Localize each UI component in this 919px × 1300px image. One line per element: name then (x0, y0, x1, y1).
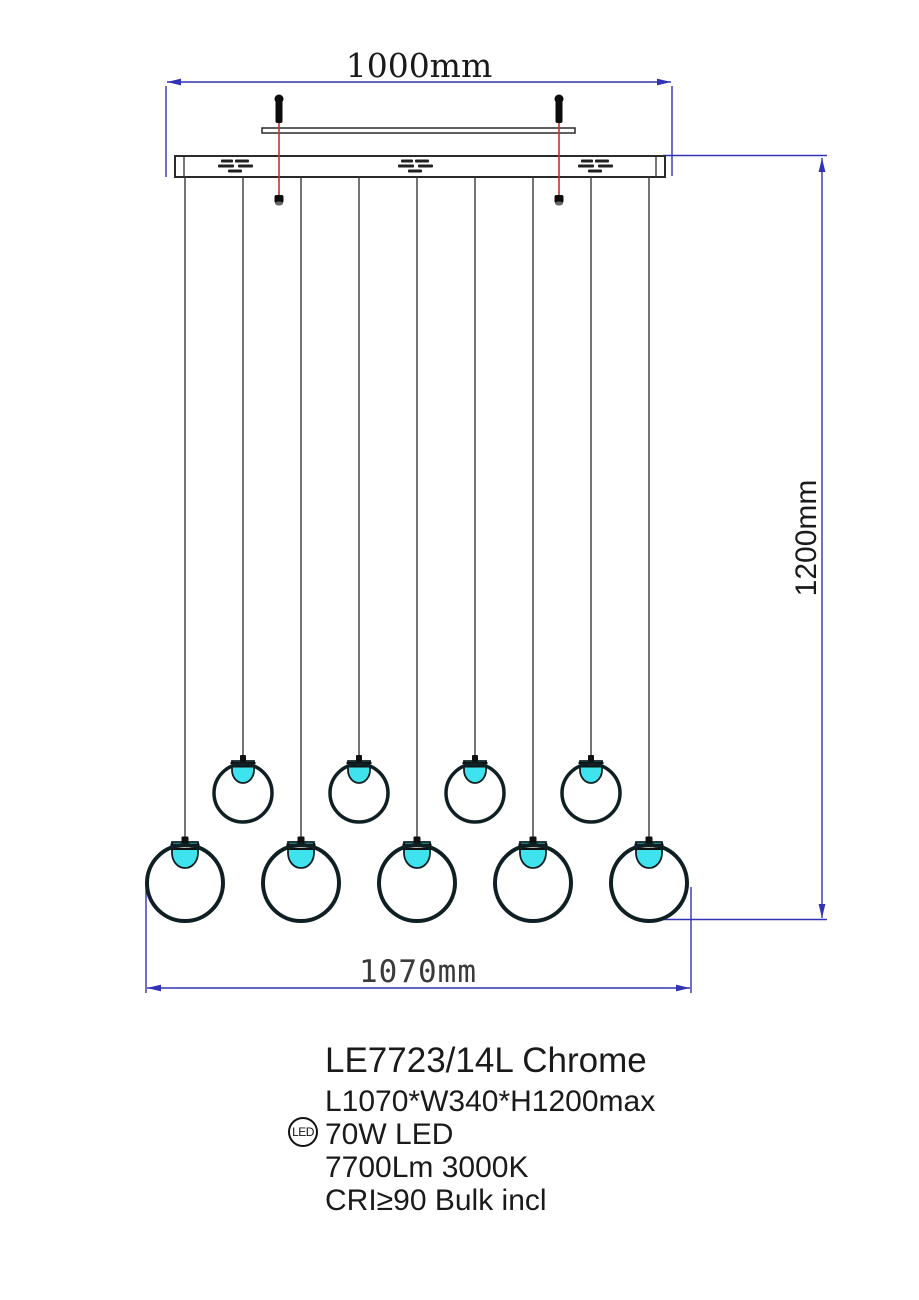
product-cri: CRI≥90 Bulk incl (325, 1184, 547, 1217)
glass-sphere (377, 843, 457, 923)
suspension-cords (184, 177, 650, 842)
glass-sphere-pendant-large (145, 836, 225, 923)
glass-sphere (493, 843, 573, 923)
glass-sphere-pendant-large (493, 836, 573, 923)
arrowhead-right-icon (657, 78, 671, 86)
screw-nut-base (555, 201, 563, 206)
cord-connector (297, 836, 305, 844)
cord-connector (356, 755, 362, 762)
glass-sphere-pendant-small (212, 755, 274, 824)
cord-connector (529, 836, 537, 844)
cord-connector (240, 755, 246, 762)
glass-sphere (212, 762, 274, 824)
arrowhead-left-icon (147, 984, 161, 992)
glass-sphere-pendant-large (377, 836, 457, 923)
screw-nut (554, 195, 564, 203)
dimension-label-top: 1000mm (346, 46, 493, 85)
arrowhead-up-icon (818, 158, 826, 172)
glass-sphere (145, 843, 225, 923)
product-power: 70W LED (325, 1118, 454, 1151)
led-badge-icon: LED (288, 1117, 318, 1147)
glass-sphere-pendant-small (560, 755, 622, 824)
dimension-label-bottom: 1070mm (359, 954, 477, 990)
glass-sphere (328, 762, 390, 824)
screw-nut (274, 195, 284, 203)
dimension-bottom-1070mm: 1070mm (145, 884, 692, 993)
cable-grip-icon (218, 159, 253, 173)
dimension-label-right: 1200mm (790, 480, 823, 597)
glass-sphere-pendant-small (444, 755, 506, 824)
glass-sphere (609, 843, 689, 923)
dimension-right-1200mm: 1200mm (653, 154, 827, 921)
product-size: L1070*W340*H1200max (325, 1085, 656, 1118)
glass-sphere-pendant-small (328, 755, 390, 824)
cord-connector (645, 836, 653, 844)
screw-nut-base (275, 201, 283, 206)
cord-connector (472, 755, 478, 762)
dimension-top-1000mm: 1000mm (165, 46, 673, 177)
glass-sphere (444, 762, 506, 824)
mounting-bracket-bar (261, 127, 576, 134)
cord-connector (588, 755, 594, 762)
mounting-screw-left (274, 94, 284, 206)
glass-sphere (261, 843, 341, 923)
cord-connector (413, 836, 421, 844)
product-title: LE7723/14L Chrome (325, 1041, 647, 1080)
glass-sphere-pendant-large (609, 836, 689, 923)
mounting-screw-right (554, 94, 564, 206)
glass-sphere (560, 762, 622, 824)
cable-grip-icon (578, 159, 613, 173)
arrowhead-down-icon (818, 904, 826, 918)
glass-sphere-pendant-large (261, 836, 341, 923)
screw-shaft (275, 100, 283, 123)
screw-shaft (555, 100, 563, 123)
cord-connector (181, 836, 189, 844)
arrowhead-right-icon (676, 984, 690, 992)
cable-grip-icon (398, 159, 433, 173)
arrowhead-left-icon (167, 78, 181, 86)
product-lumens: 7700Lm 3000K (325, 1151, 529, 1184)
